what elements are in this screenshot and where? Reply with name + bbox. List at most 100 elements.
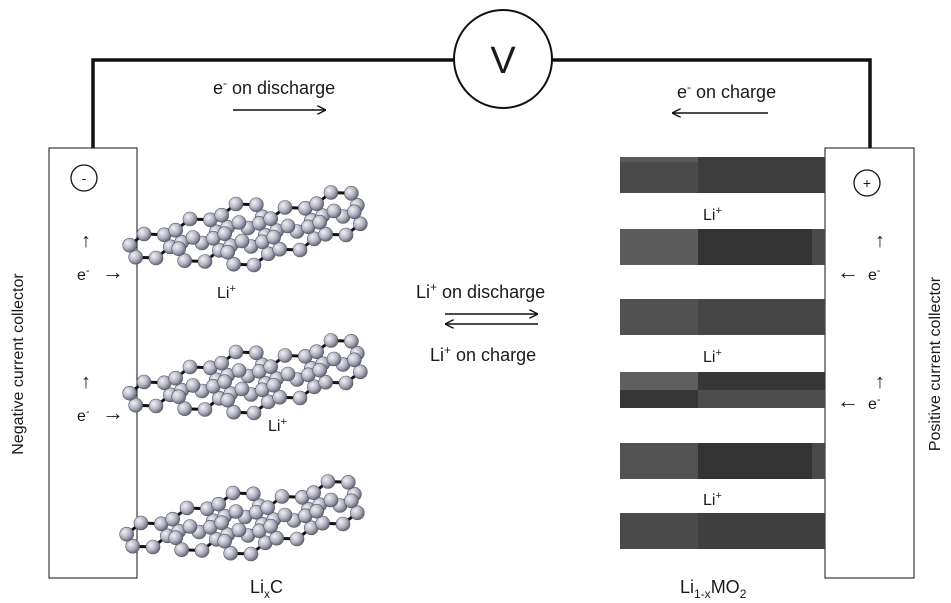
carbon-atom <box>133 515 149 531</box>
carbon-atom <box>136 374 152 390</box>
discharge-text: on discharge <box>227 78 335 98</box>
carbon-atom <box>226 404 241 420</box>
carbon-atom <box>171 241 186 256</box>
electron-symbol: e <box>77 408 86 425</box>
anode-formula: LixC <box>250 577 283 601</box>
carbon-atom <box>148 398 164 414</box>
graphene-layer <box>122 333 368 421</box>
up-arrow: ↑ <box>81 371 91 393</box>
carbon-atom <box>289 531 305 547</box>
electron-symbol: e <box>868 267 877 284</box>
ion-flow: Li+ on discharge Li+ on charge <box>416 280 545 365</box>
electron-charge: - <box>86 265 90 277</box>
carbon-atom <box>182 519 198 534</box>
electron-symbol: e <box>677 82 687 102</box>
carbon-atom <box>179 500 195 516</box>
carbon-atom <box>272 241 287 257</box>
svg-text:e-: e- <box>868 394 881 413</box>
carbon-atom <box>214 207 229 223</box>
carbon-atom <box>344 493 359 509</box>
carbon-atom <box>260 500 275 515</box>
carbon-atom <box>234 381 250 397</box>
carbon-atom <box>168 222 183 238</box>
cathode-layer <box>620 299 825 335</box>
cathode-li-ion-label: Li+ <box>703 347 722 366</box>
carbon-atom <box>171 389 186 404</box>
negative-terminal <box>70 164 98 192</box>
negative-collector-label: Negative current collector <box>10 273 27 455</box>
cathode-layer <box>620 443 825 479</box>
carbon-atom <box>280 366 296 382</box>
graphene-layer <box>122 185 368 273</box>
carbon-atom <box>228 504 244 519</box>
positive-current-collector: + ↑ ← e- ↑ ← e- <box>824 147 915 579</box>
carbon-atom <box>309 503 324 519</box>
electron-charge: - <box>877 265 881 277</box>
carbon-atom <box>174 542 189 557</box>
carbon-atom <box>344 186 359 201</box>
carbon-atom <box>168 370 183 386</box>
right-arrow: → <box>102 400 124 425</box>
svg-text:e- on charge: e- on charge <box>677 80 776 102</box>
cathode-layer <box>620 157 825 193</box>
carbon-atom <box>338 375 354 391</box>
cathode-li-ion-label: Li+ <box>703 490 722 509</box>
carbon-atom <box>326 203 342 219</box>
carbon-atom <box>128 249 143 265</box>
carbon-atom <box>263 211 278 226</box>
right-arrow: → <box>102 259 124 284</box>
carbon-atom <box>266 377 281 393</box>
carbon-atom <box>194 543 210 558</box>
carbon-atom <box>323 333 339 348</box>
cathode-layer <box>620 229 825 265</box>
carbon-atom <box>323 185 339 200</box>
carbon-atom <box>217 533 232 549</box>
negative-current-collector: - ↑ e- → ↑ e- → <box>48 147 138 579</box>
cathode-layer <box>620 513 825 549</box>
carbon-atom <box>277 507 293 523</box>
left-arrow: ← <box>837 259 859 284</box>
positive-terminal <box>853 169 881 197</box>
carbon-atom <box>197 254 213 269</box>
carbon-atom <box>292 390 308 406</box>
carbon-atom <box>249 197 264 213</box>
carbon-atom <box>225 485 241 501</box>
electron-discharge-label: e- on discharge <box>213 76 335 110</box>
carbon-atom <box>318 226 333 242</box>
ion-discharge-label: Li+ on discharge <box>416 280 545 302</box>
carbon-atom <box>136 226 152 242</box>
carbon-atom <box>266 229 281 245</box>
anode-li-ion-label: Li+ <box>268 416 287 435</box>
carbon-atom <box>185 230 201 245</box>
carbon-atom <box>145 539 161 555</box>
carbon-atom <box>347 204 362 220</box>
carbon-atom <box>228 344 244 360</box>
carbon-atom <box>277 348 293 363</box>
carbon-atom <box>335 516 351 532</box>
carbon-atom <box>344 334 359 349</box>
svg-text:e-: e- <box>77 406 90 425</box>
carbon-atom <box>353 364 368 380</box>
carbon-atom <box>177 401 192 416</box>
carbon-atom <box>309 344 324 359</box>
carbon-atom <box>326 351 342 367</box>
electron-charge: - <box>687 80 691 94</box>
carbon-atom <box>246 486 261 502</box>
up-arrow: ↑ <box>875 371 885 393</box>
carbon-atom <box>306 485 321 500</box>
negative-sign: - <box>82 170 87 186</box>
carbon-atom <box>272 389 287 405</box>
metal-oxide-cathode <box>620 157 825 549</box>
carbon-atom <box>217 374 232 389</box>
carbon-atom <box>185 378 201 393</box>
carbon-atom <box>312 214 327 230</box>
carbon-atom <box>125 538 140 554</box>
carbon-atom <box>220 392 235 408</box>
external-circuit <box>91 58 872 148</box>
carbon-atom <box>217 226 232 241</box>
carbon-atom <box>177 253 192 268</box>
carbon-atom <box>226 256 241 272</box>
carbon-atom <box>122 237 137 253</box>
carbon-atom <box>269 530 284 546</box>
